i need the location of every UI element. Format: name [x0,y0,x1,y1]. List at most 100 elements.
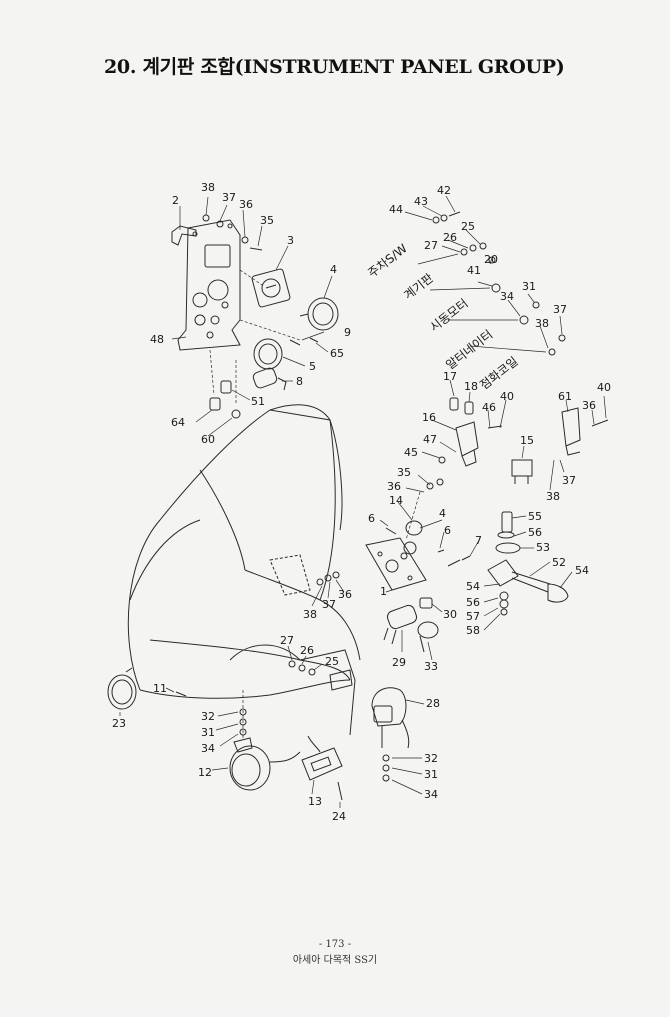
callout: 16 [422,411,436,424]
callout: 56 [466,596,480,609]
callout: 13 [308,795,322,808]
callout: 43 [414,195,428,208]
callout: 24 [332,810,346,823]
callout-numbers: 2 38 37 36 35 3 4 48 9 65 5 8 51 64 60 4… [112,181,611,823]
callout: 29 [392,656,406,669]
part-17 [449,397,459,411]
callout: 3 [287,234,294,247]
callout: 53 [536,541,550,554]
gauge-small-part [253,338,283,370]
callout: 64 [171,416,185,429]
fasteners-top-right [432,211,566,356]
leader-lines-lever [483,515,573,631]
bracket-part [171,225,197,246]
page-number: - 173 - [318,939,352,950]
lever-assembly [487,511,569,616]
callout: 4 [330,263,337,276]
callout: 58 [466,624,480,637]
leader-lines-13-24 [311,779,341,808]
callout: 37 [553,303,567,316]
callout: 7 [475,534,482,547]
callout: 26 [443,231,457,244]
small-fittings [289,337,319,346]
callout: 48 [150,333,164,346]
callout: 52 [552,556,566,569]
publisher-line: 아세아 다목적 SS기 [292,955,378,966]
callout: 14 [389,494,403,507]
switch-plate-1 [365,537,427,591]
callout: 47 [423,433,437,446]
switches-14-4-6 [385,520,471,567]
reflector-part-23 [107,667,137,710]
callout: 61 [558,390,572,403]
callout: 37 [322,598,336,611]
leader-lines-lamp28 [391,699,425,795]
callout: 15 [520,434,534,447]
callout: 35 [397,466,411,479]
callout: 9 [344,326,351,339]
callout: 25 [325,655,339,668]
callout: 1 [380,585,387,598]
callout: 5 [309,360,316,373]
leader-lines-left [171,196,333,437]
callout: 37 [562,474,576,487]
gauge-square-part [251,268,291,308]
callout: 11 [153,682,167,695]
label-ignition-coil: 점화코일 [477,354,520,392]
callout: 2 [172,194,179,207]
callout: 44 [389,203,403,216]
callout: 27 [424,239,438,252]
callout: 34 [424,788,438,801]
callout: 36 [582,399,596,412]
callout: 23 [112,717,126,730]
lamp-part-12 [229,737,301,791]
bolt-40 [591,419,609,427]
bolt-46 [487,425,503,429]
callout: 25 [461,220,475,233]
washers-center-38-37-36 [316,478,444,586]
leader-lines-mid-right [421,379,607,491]
callout: 36 [338,588,352,601]
callout: 54 [466,580,480,593]
callout: 38 [201,181,215,194]
callout: 6 [444,524,451,537]
screw-part-11 [175,691,187,697]
label-parking-switch: 주차S/W [365,241,410,280]
callout: 36 [387,480,401,493]
callout: 51 [251,395,265,408]
callout: 45 [404,446,418,459]
washer-45 [438,456,446,464]
callout: 18 [464,380,478,393]
instrument-panel-plate [177,219,241,351]
fasteners-32-31-34-right [382,754,390,782]
callout: 36 [239,198,253,211]
callout: 27 [280,634,294,647]
callout: 56 [528,526,542,539]
callout: 35 [260,214,274,227]
screw-part-24 [337,781,343,801]
callout: 37 [222,191,236,204]
callout: 33 [424,660,438,673]
part-18 [464,401,474,415]
label-alternator: 알터네이터 [443,327,495,372]
leader-lines-27-26-25 [287,645,323,671]
callout: 20 [484,253,498,266]
callout: 30 [443,608,457,621]
label-starter-motor: 시동모터 [427,296,470,334]
callout: 34 [500,290,514,303]
nut-part-60 [231,409,241,419]
relay-bracket-16 [455,421,479,467]
lamp-part-28 [371,687,410,749]
fasteners-32-31-34-left [239,690,247,740]
callout: 32 [424,752,438,765]
callout: 57 [466,610,480,623]
part-30 [419,597,433,609]
callout: 31 [424,768,438,781]
callout: 31 [522,280,536,293]
hood-body-outline [127,404,361,736]
callout: 55 [528,510,542,523]
fasteners-27-26-25 [288,660,316,676]
key-switch-part [252,367,287,391]
